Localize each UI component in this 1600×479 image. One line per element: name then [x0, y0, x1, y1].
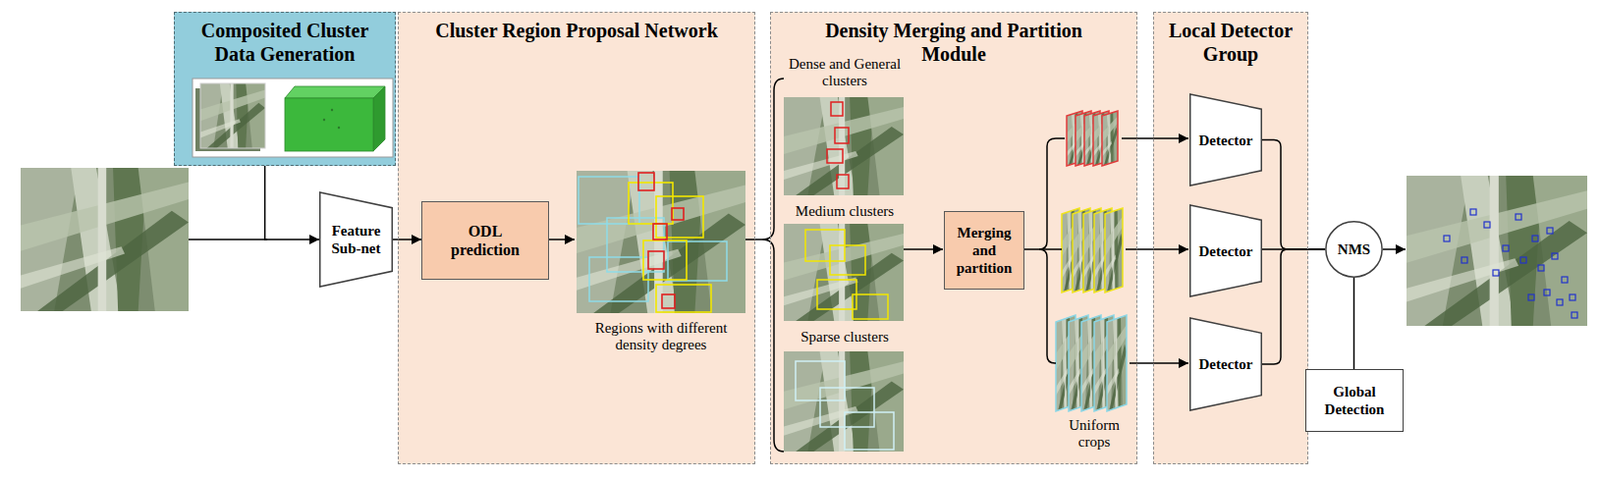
- node-label: NMS: [1337, 240, 1371, 259]
- node-label: Detector: [1199, 242, 1254, 261]
- caption-label: Uniform crops: [1060, 417, 1128, 452]
- sample-images: [192, 78, 393, 158]
- flow-arrow: [1382, 248, 1406, 251]
- caption-text: Uniform crops: [1060, 417, 1128, 452]
- node-label: Merging and partition: [948, 223, 1020, 277]
- flow-arrow: [1129, 362, 1189, 365]
- input-image: [20, 167, 189, 312]
- caption-label: Sparse clusters: [775, 329, 914, 346]
- connector: [1262, 249, 1325, 365]
- cluster-images: [783, 97, 904, 452]
- panel-heading: Composited Cluster Data Generation: [186, 18, 384, 66]
- trapezoid-shape: [319, 191, 393, 288]
- node-label: ODL prediction: [439, 221, 533, 260]
- output-image: [1406, 175, 1588, 327]
- flow-arrow: [548, 238, 575, 241]
- caption-text: Sparse clusters: [775, 329, 914, 346]
- caption-text: Regions with different density degrees: [572, 320, 750, 355]
- process-box: Global Detection: [1305, 369, 1404, 433]
- process-box: Merging and partition: [943, 211, 1025, 290]
- stage-panel: Cluster Region Proposal NetworkODL predi…: [397, 11, 756, 465]
- input-line: [188, 238, 268, 241]
- connector: [265, 165, 320, 240]
- connector: [1353, 277, 1356, 370]
- panel-fill: [397, 11, 756, 465]
- panel-fill: [770, 11, 1138, 465]
- process-box: ODL prediction: [421, 201, 550, 280]
- node-label: Feature Sub-net: [322, 221, 391, 258]
- nms-circle: NMS: [1324, 220, 1383, 278]
- flow-arrow: [1125, 248, 1189, 251]
- feature-subnet: Feature Sub-net: [319, 191, 393, 288]
- stage-panel: Local Detector GroupDetectorDetectorDete…: [1153, 11, 1309, 465]
- caption-text: Medium clusters: [775, 203, 914, 221]
- node-label: Detector: [1199, 131, 1254, 150]
- panel-fills: [173, 11, 1309, 465]
- node-label: Detector: [1199, 355, 1254, 374]
- caption-label: Medium clusters: [775, 203, 914, 221]
- panel-heading: Local Detector Group: [1157, 18, 1305, 66]
- panel-fill: [173, 11, 396, 166]
- node-label: Global Detection: [1313, 383, 1397, 419]
- panel-heading: Cluster Region Proposal Network: [435, 18, 718, 43]
- flow-line: [745, 238, 763, 241]
- panel-fill: [1153, 11, 1309, 465]
- bracket: [1039, 138, 1065, 364]
- connector: [1262, 140, 1325, 251]
- caption-text: Dense and General clusters: [785, 55, 904, 91]
- flow-arrow: [903, 248, 943, 251]
- caption-label: Regions with different density degrees: [572, 320, 750, 355]
- detector-block: Detector: [1189, 93, 1263, 187]
- uniform-crops: [1055, 110, 1127, 412]
- layout-wires: [188, 78, 1406, 452]
- flow-arrow: [1121, 137, 1189, 140]
- detector-block: Detector: [1189, 317, 1263, 412]
- bracket: [762, 78, 784, 452]
- regions-image: [576, 170, 746, 314]
- caption-label: Dense and General clusters: [785, 55, 904, 91]
- detector-block: Detector: [1189, 204, 1263, 298]
- data-generation-panel: Composited Cluster Data Generation: [173, 11, 396, 166]
